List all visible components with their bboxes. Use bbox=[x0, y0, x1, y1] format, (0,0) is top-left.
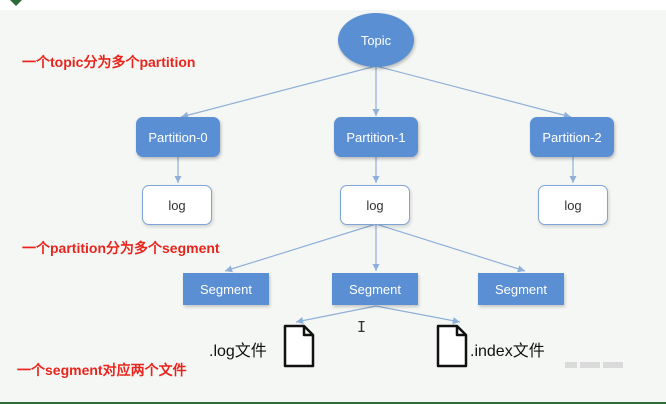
topic-note: 一个topic分为多个partition bbox=[22, 54, 196, 70]
link-segment-indexfile bbox=[375, 305, 461, 325]
partition-1-node: Partition-1 bbox=[334, 117, 418, 157]
topic-node: Topic bbox=[338, 13, 414, 67]
segment-note: 一个segment对应两个文件 bbox=[17, 362, 187, 378]
window-corner-marker bbox=[10, 0, 22, 6]
link-topic-partition-0 bbox=[180, 65, 377, 119]
text-cursor-icon: I bbox=[357, 318, 367, 336]
partition-2-node: Partition-2 bbox=[530, 117, 614, 157]
log-node-0: log bbox=[142, 185, 212, 225]
link-segment-logfile bbox=[295, 305, 377, 325]
link-log-segment-0 bbox=[224, 223, 377, 273]
segment-node-1: Segment bbox=[332, 273, 418, 305]
index-file-icon bbox=[436, 324, 468, 368]
log-node-1: log bbox=[340, 185, 410, 225]
link-log-segment-2 bbox=[375, 223, 526, 273]
index-file-label: .index文件 bbox=[470, 343, 545, 360]
log-file-label: .log文件 bbox=[209, 343, 267, 360]
log-file-icon bbox=[283, 324, 315, 368]
watermark-logo bbox=[565, 362, 623, 368]
log-node-2: log bbox=[538, 185, 608, 225]
partition-0-node: Partition-0 bbox=[136, 117, 220, 157]
segment-node-0: Segment bbox=[183, 273, 269, 305]
segment-node-2: Segment bbox=[478, 273, 564, 305]
window-bottom-bar bbox=[0, 402, 666, 404]
partition-note: 一个partition分为多个segment bbox=[22, 240, 220, 256]
link-topic-partition-2 bbox=[375, 65, 572, 119]
